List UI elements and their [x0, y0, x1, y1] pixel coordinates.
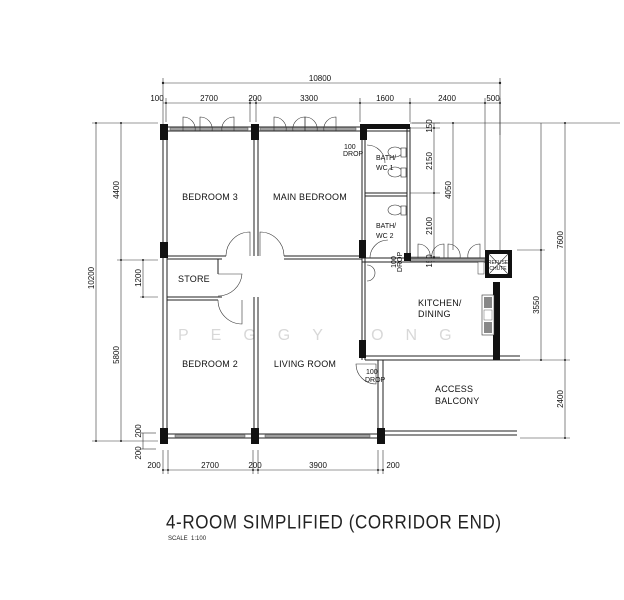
room-label-kitchen-line1: KITCHEN/	[418, 298, 462, 308]
dim-bottom-2: 200	[248, 461, 262, 470]
drop-label-1-line1: 100	[344, 144, 356, 151]
dim-right-inner-1: 2150	[425, 152, 434, 170]
room-label-bath1-line1: BATH/	[376, 155, 396, 162]
dim-bottom-0: 200	[147, 461, 161, 470]
scale-value: 1:100	[191, 536, 207, 542]
refuse-label-1: REFUSE	[488, 260, 509, 266]
room-label-kitchen-line2: DINING	[418, 309, 451, 319]
drop-label-2-line2: DROP	[397, 252, 404, 273]
door-swings	[182, 116, 481, 385]
dim-top-0: 100	[150, 94, 164, 103]
room-label-living-room: LIVING ROOM	[274, 359, 336, 369]
right-dimension-lines	[410, 122, 620, 439]
dim-top-4: 1600	[376, 94, 394, 103]
dim-top-3: 3300	[300, 94, 318, 103]
kitchen-sink	[481, 294, 495, 336]
refuse-label-2: CHUTE	[489, 266, 507, 272]
drawing-scale: SCALE 1:100	[168, 536, 206, 542]
dim-right-3550: 3550	[532, 296, 541, 314]
dim-top-6: 500	[486, 94, 500, 103]
drop-label-2-line1: 100	[391, 256, 398, 268]
dim-left-2: 5800	[112, 346, 121, 364]
dim-top-2: 200	[248, 94, 262, 103]
structural-columns	[160, 124, 500, 444]
dim-left-3: 200	[134, 424, 143, 438]
room-label-bath2-line1: BATH/	[376, 223, 396, 230]
dim-left-0: 4400	[112, 181, 121, 199]
dim-right-7600: 7600	[556, 231, 565, 249]
room-label-store: STORE	[178, 274, 210, 284]
scale-label: SCALE	[168, 536, 188, 542]
toilets	[387, 146, 407, 216]
drop-label-3-line1: 100	[366, 369, 378, 376]
dim-top-1: 2700	[200, 94, 218, 103]
dim-right-4050: 4050	[444, 181, 453, 199]
room-label-bedroom-3: BEDROOM 3	[182, 192, 238, 202]
room-label-balcony-line1: ACCESS	[435, 384, 473, 394]
dim-right-inner-2: 2100	[425, 217, 434, 235]
dim-left-4: 200	[134, 446, 143, 460]
drop-label-1-line2: DROP	[343, 151, 364, 158]
dim-top-overall: 10800	[309, 74, 332, 83]
drawing-title: 4-ROOM SIMPLIFIED (CORRIDOR END)	[166, 511, 502, 533]
room-label-bath2-line2: WC 2	[376, 233, 394, 240]
refuse-chute	[477, 250, 512, 278]
dim-right-inner-0: 150	[425, 119, 434, 133]
dim-left-overall: 10200	[87, 266, 96, 289]
watermark-text: PEGGY ONG	[178, 327, 474, 344]
dim-bottom-4: 200	[386, 461, 400, 470]
room-label-balcony-line2: BALCONY	[435, 396, 479, 406]
bottom-dimension-lines	[162, 450, 384, 474]
room-label-bath1-line2: WC 1	[376, 165, 394, 172]
dim-right-2400: 2400	[556, 390, 565, 408]
room-label-main-bedroom: MAIN BEDROOM	[273, 192, 347, 202]
left-dimension-lines	[92, 122, 158, 450]
dim-top-5: 2400	[438, 94, 456, 103]
dim-bottom-3: 3900	[309, 461, 327, 470]
dim-bottom-1: 2700	[201, 461, 219, 470]
room-label-bedroom-2: BEDROOM 2	[182, 359, 238, 369]
dim-left-1: 1200	[134, 269, 143, 287]
drop-label-3-line2: DROP	[365, 377, 386, 384]
top-dimension-lines	[161, 78, 502, 250]
